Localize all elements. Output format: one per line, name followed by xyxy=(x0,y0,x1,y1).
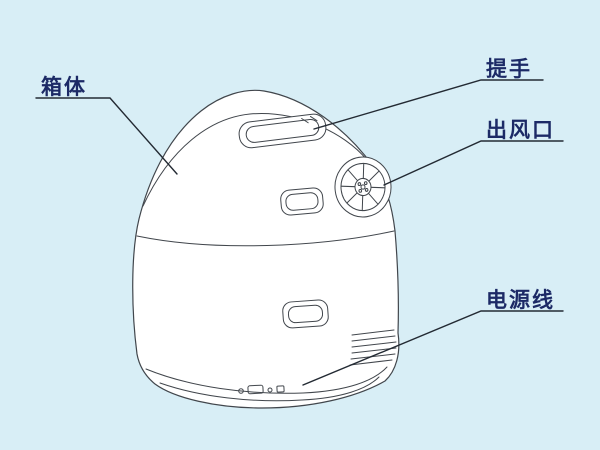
power-inlet-screw-left xyxy=(238,388,244,394)
dome-rim-line xyxy=(142,113,368,207)
power-switch xyxy=(276,385,285,393)
upper-recess-drawing xyxy=(280,187,324,216)
leader-line-air-outlet xyxy=(383,140,564,186)
top-handle-drawing xyxy=(238,113,327,149)
base-plinth-drawing xyxy=(145,366,388,402)
air-outlet-fan-drawing xyxy=(334,156,392,218)
device-body-outline xyxy=(132,89,400,409)
lower-recess-drawing xyxy=(282,299,329,329)
leader-lines xyxy=(35,79,564,386)
leader-line-power-cord xyxy=(302,310,564,386)
power-inlet-socket xyxy=(247,384,264,395)
body-seam-line xyxy=(136,230,395,247)
leader-line-handle xyxy=(313,79,544,130)
power-inlet-screw-right xyxy=(267,387,273,393)
leader-line-body xyxy=(35,97,178,175)
